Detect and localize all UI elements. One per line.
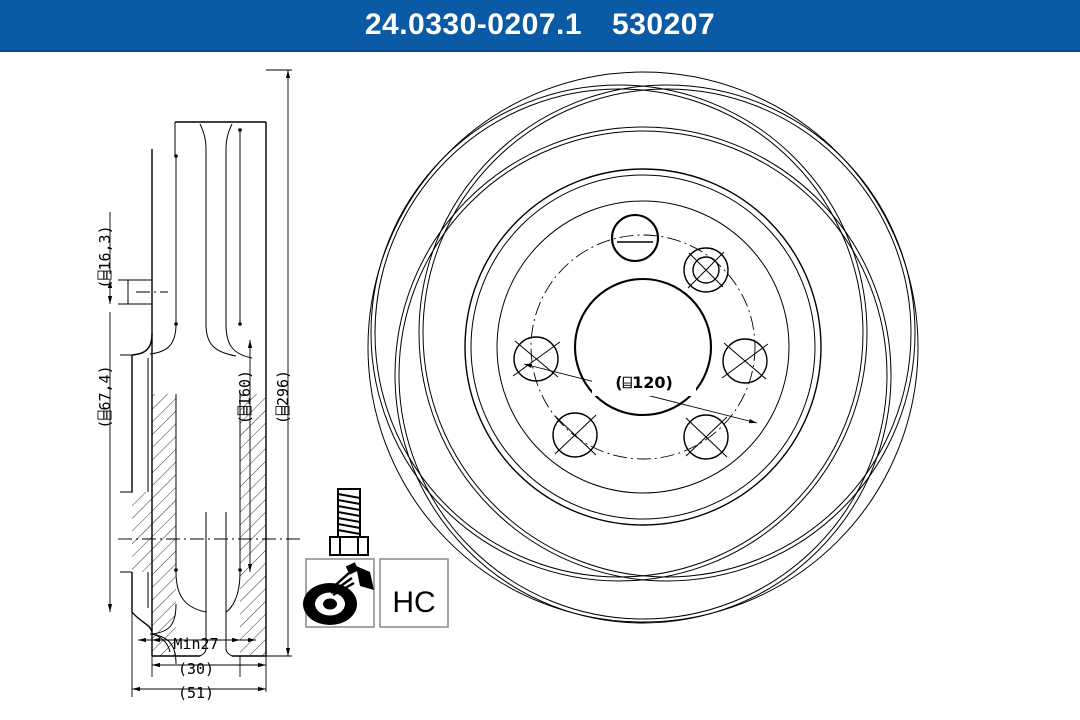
- dimension-label-51: (51): [178, 684, 214, 702]
- dimension-51: (51): [131, 612, 266, 702]
- dimension-label-dia-296: (⌸296): [274, 370, 292, 424]
- dimension-dia-160: (⌸160): [236, 340, 254, 572]
- friction-ring-inner-circle: [464, 168, 822, 526]
- hat-outer-circle: [496, 200, 790, 494]
- locating-hole: [610, 213, 660, 263]
- dimension-label-min-27: Min27: [173, 635, 218, 653]
- bolt-icon: [329, 488, 369, 556]
- dimension-30: (30): [152, 656, 267, 692]
- header-title-group: 24.0330-0207.1 530207: [365, 10, 715, 40]
- bolt-hole: [683, 414, 729, 460]
- dimension-dia-296: (⌸296): [266, 69, 292, 657]
- part-number: 24.0330-0207.1: [364, 8, 583, 41]
- dimension-label-dia-16-3: (⌸16,3): [96, 225, 114, 288]
- cross-section-view: (⌸16,3) (⌸67,4) (⌸160): [96, 69, 300, 702]
- dimension-label-30: (30): [178, 660, 214, 678]
- dimension-label-dia-160: (⌸160): [236, 370, 254, 424]
- dimension-dia-120: (⌸120): [523, 363, 758, 424]
- cooling-vane-pattern: [370, 84, 916, 624]
- bolt-hole: [683, 247, 729, 293]
- header-underline: [0, 50, 1080, 52]
- dimension-min-27: Min27: [138, 635, 256, 677]
- face-view: (⌸120): [367, 71, 919, 624]
- disc-outer-circle: [367, 71, 919, 623]
- dimension-label-dia-120: (⌸120): [615, 373, 673, 392]
- dimension-dia-67-4: (⌸67,4): [96, 312, 114, 612]
- header-bar: 24.0330-0207.1 530207: [0, 0, 1080, 50]
- technical-drawing-canvas: (⌸16,3) (⌸67,4) (⌸160): [0, 52, 1080, 720]
- coating-spray-icon: [303, 558, 375, 628]
- symbol-group: HC: [303, 488, 449, 628]
- dimension-dia-16-3: (⌸16,3): [96, 212, 114, 304]
- bolt-hole: [552, 412, 598, 458]
- hc-badge: HC: [379, 558, 449, 628]
- reference-number: 530207: [612, 8, 716, 41]
- bolt-hole: [512, 336, 561, 382]
- dimension-label-dia-67-4: (⌸67,4): [96, 365, 114, 428]
- hc-badge-label: HC: [392, 586, 435, 619]
- bolt-circle-centerline: [530, 234, 756, 460]
- bolt-hole: [721, 338, 769, 384]
- section-hatching: [132, 394, 266, 656]
